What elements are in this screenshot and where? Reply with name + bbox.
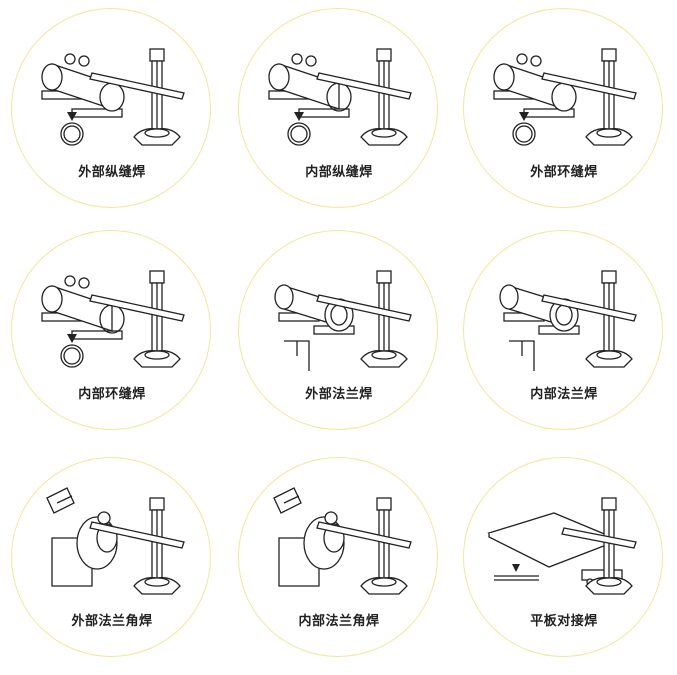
welding-mode-label: 内部法兰焊 (530, 387, 598, 402)
welding-illustration-icon (493, 48, 637, 146)
welding-illustration-icon (487, 497, 637, 595)
welding-mode-3: 外部环缝焊 (463, 8, 663, 208)
welding-illustration-icon (46, 487, 185, 595)
welding-mode-label: 内部法兰角焊 (298, 614, 380, 629)
welding-mode-4: 内部环缝焊 (11, 230, 211, 430)
welding-mode-1: 外部纵缝焊 (11, 8, 211, 208)
welding-mode-7: 外部法兰角焊 (11, 457, 211, 657)
welding-mode-2: 内部纵缝焊 (238, 8, 438, 208)
welding-illustration-icon (268, 48, 412, 146)
welding-illustration-icon (274, 270, 412, 371)
welding-mode-label: 外部法兰角焊 (71, 614, 153, 629)
welding-illustration-icon (41, 270, 185, 368)
welding-illustration-icon (41, 48, 185, 146)
welding-mode-9: 平板对接焊 (463, 457, 663, 657)
welding-mode-label: 平板对接焊 (530, 614, 598, 629)
welding-mode-label: 内部环缝焊 (78, 387, 146, 402)
welding-illustration-icon (499, 270, 637, 371)
welding-mode-5: 外部法兰焊 (238, 230, 438, 430)
welding-mode-8: 内部法兰角焊 (238, 457, 438, 657)
welding-mode-label: 内部纵缝焊 (305, 165, 373, 180)
welding-mode-6: 内部法兰焊 (463, 230, 663, 430)
welding-mode-label: 外部法兰焊 (305, 387, 373, 402)
welding-illustration-icon (273, 487, 412, 595)
welding-mode-label: 外部纵缝焊 (78, 165, 146, 180)
welding-mode-label: 外部环缝焊 (530, 165, 598, 180)
